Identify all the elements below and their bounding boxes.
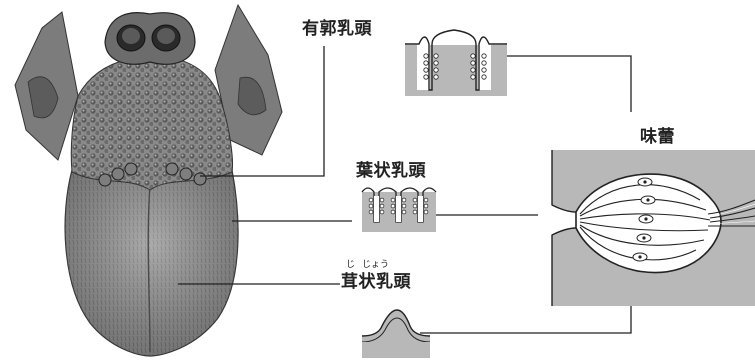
- label-taste-bud: 味蕾: [640, 122, 675, 147]
- foliate-papilla-schematic: [362, 188, 436, 232]
- tongue-illustration: [15, 5, 282, 356]
- fungiform-papilla-schematic: [362, 310, 430, 358]
- leader-circumvallate-to-tastebud: [492, 56, 631, 112]
- circumvallate-papilla-schematic: [405, 30, 507, 96]
- label-fungiform-papilla: 茸状乳頭: [341, 267, 411, 292]
- leader-tastebud-to-fungiform: [420, 306, 631, 333]
- label-circumvallate-papilla: 有郭乳頭: [302, 14, 372, 39]
- taste-bud-detail: [538, 150, 755, 306]
- tongue-root: [71, 56, 232, 190]
- label-foliate-papilla: 葉状乳頭: [356, 156, 426, 181]
